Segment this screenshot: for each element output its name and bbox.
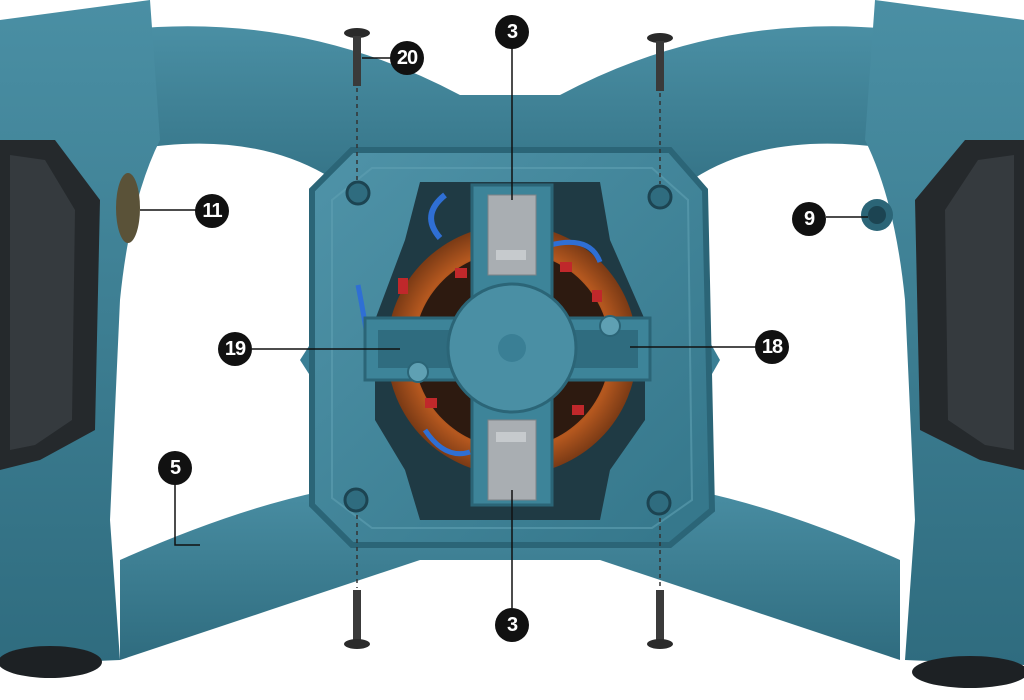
leader-lines [140, 48, 868, 608]
callout-9-label: 9 [803, 207, 815, 230]
speed-dial-wheel [116, 173, 140, 243]
assembly-guide-lines [356, 88, 661, 588]
screw-bottom-left [344, 590, 370, 649]
callout-3-top: 3 [495, 15, 529, 49]
left-handle [0, 0, 160, 678]
callout-20: 20 [390, 41, 424, 75]
screw-top-left [344, 28, 370, 86]
callout-11: 11 [195, 194, 229, 228]
callout-19-label: 19 [224, 337, 246, 360]
callout-5-label: 5 [169, 456, 181, 479]
carbon-brushes [487, 194, 537, 501]
callout-18: 18 [755, 330, 789, 364]
callout-9: 9 [792, 202, 826, 236]
callout-18-label: 18 [761, 335, 783, 358]
callout-11-label: 11 [202, 199, 222, 222]
callout-20-label: 20 [396, 46, 418, 69]
callout-3-bottom: 3 [495, 608, 529, 642]
lock-button [868, 206, 886, 224]
screws [344, 28, 673, 649]
screw-bottom-right [647, 590, 673, 649]
callout-5: 5 [158, 451, 192, 485]
brush-holder-bracket [363, 183, 652, 507]
callout-3-top-label: 3 [506, 20, 518, 43]
callout-3-bottom-label: 3 [506, 613, 518, 636]
screw-top-right [647, 33, 673, 91]
right-handle [861, 0, 1024, 688]
callout-19: 19 [218, 332, 252, 366]
screw-bosses [343, 180, 673, 516]
